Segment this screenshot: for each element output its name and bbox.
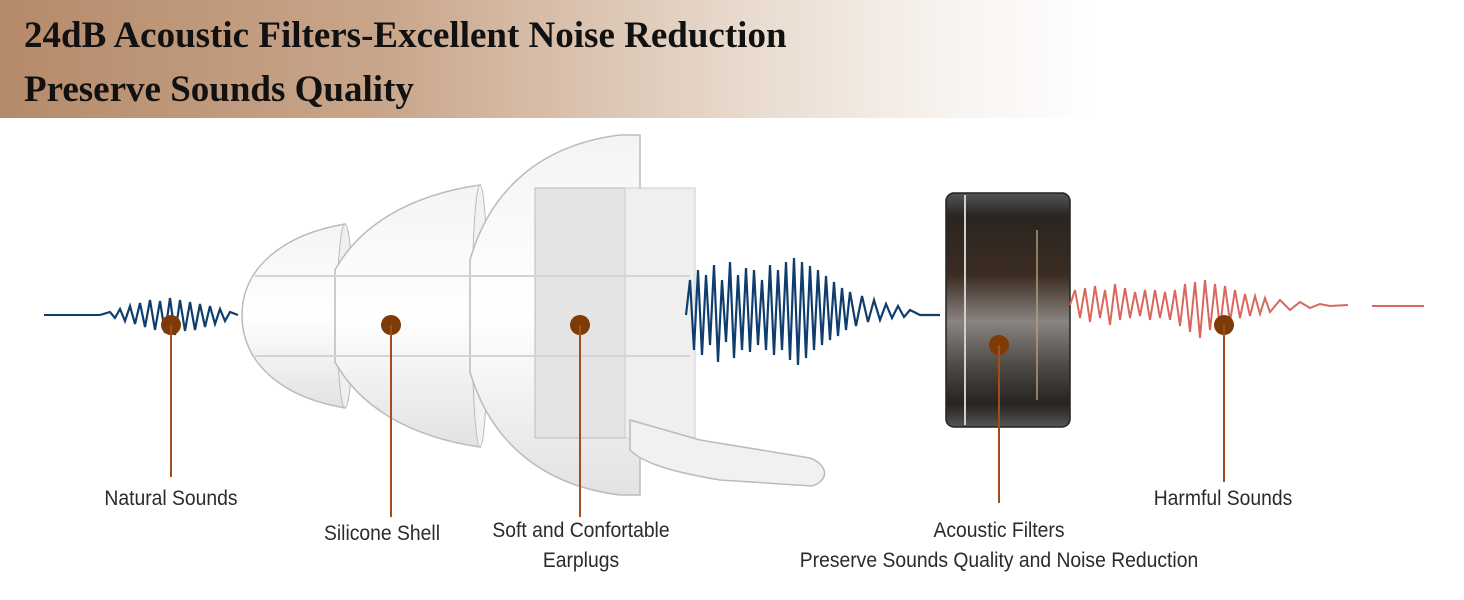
natural-sounds-label: Natural Sounds — [104, 487, 238, 510]
acoustic-filter-illustration — [945, 192, 1071, 428]
silicone-shell-leader-line — [390, 325, 392, 517]
harmful-sound-wave — [1069, 279, 1424, 339]
harmful-sounds-leader-line — [1223, 325, 1225, 482]
header-banner: 24dB Acoustic Filters-Excellent Noise Re… — [0, 0, 1100, 118]
harmful-sounds-label: Harmful Sounds — [1153, 487, 1293, 510]
earplug-body-label-line1: Soft and Confortable — [492, 519, 670, 542]
acoustic-filter-label-line1: Acoustic Filters — [933, 519, 1065, 542]
earplug-illustration — [241, 134, 826, 496]
transmitted-sound-wave — [684, 257, 940, 366]
natural-sounds-leader-line — [170, 325, 172, 477]
earplug-body-leader-line — [579, 325, 581, 517]
page-subtitle: Preserve Sounds Quality — [24, 69, 414, 110]
acoustic-filter-leader-line — [998, 345, 1000, 503]
page-title: 24dB Acoustic Filters-Excellent Noise Re… — [24, 15, 787, 56]
earplug-body-label-line2: Earplugs — [542, 549, 620, 572]
natural-sound-wave — [44, 297, 239, 336]
silicone-shell-label: Silicone Shell — [323, 522, 440, 545]
acoustic-filter-label-line2: Preserve Sounds Quality and Noise Reduct… — [799, 549, 1199, 572]
